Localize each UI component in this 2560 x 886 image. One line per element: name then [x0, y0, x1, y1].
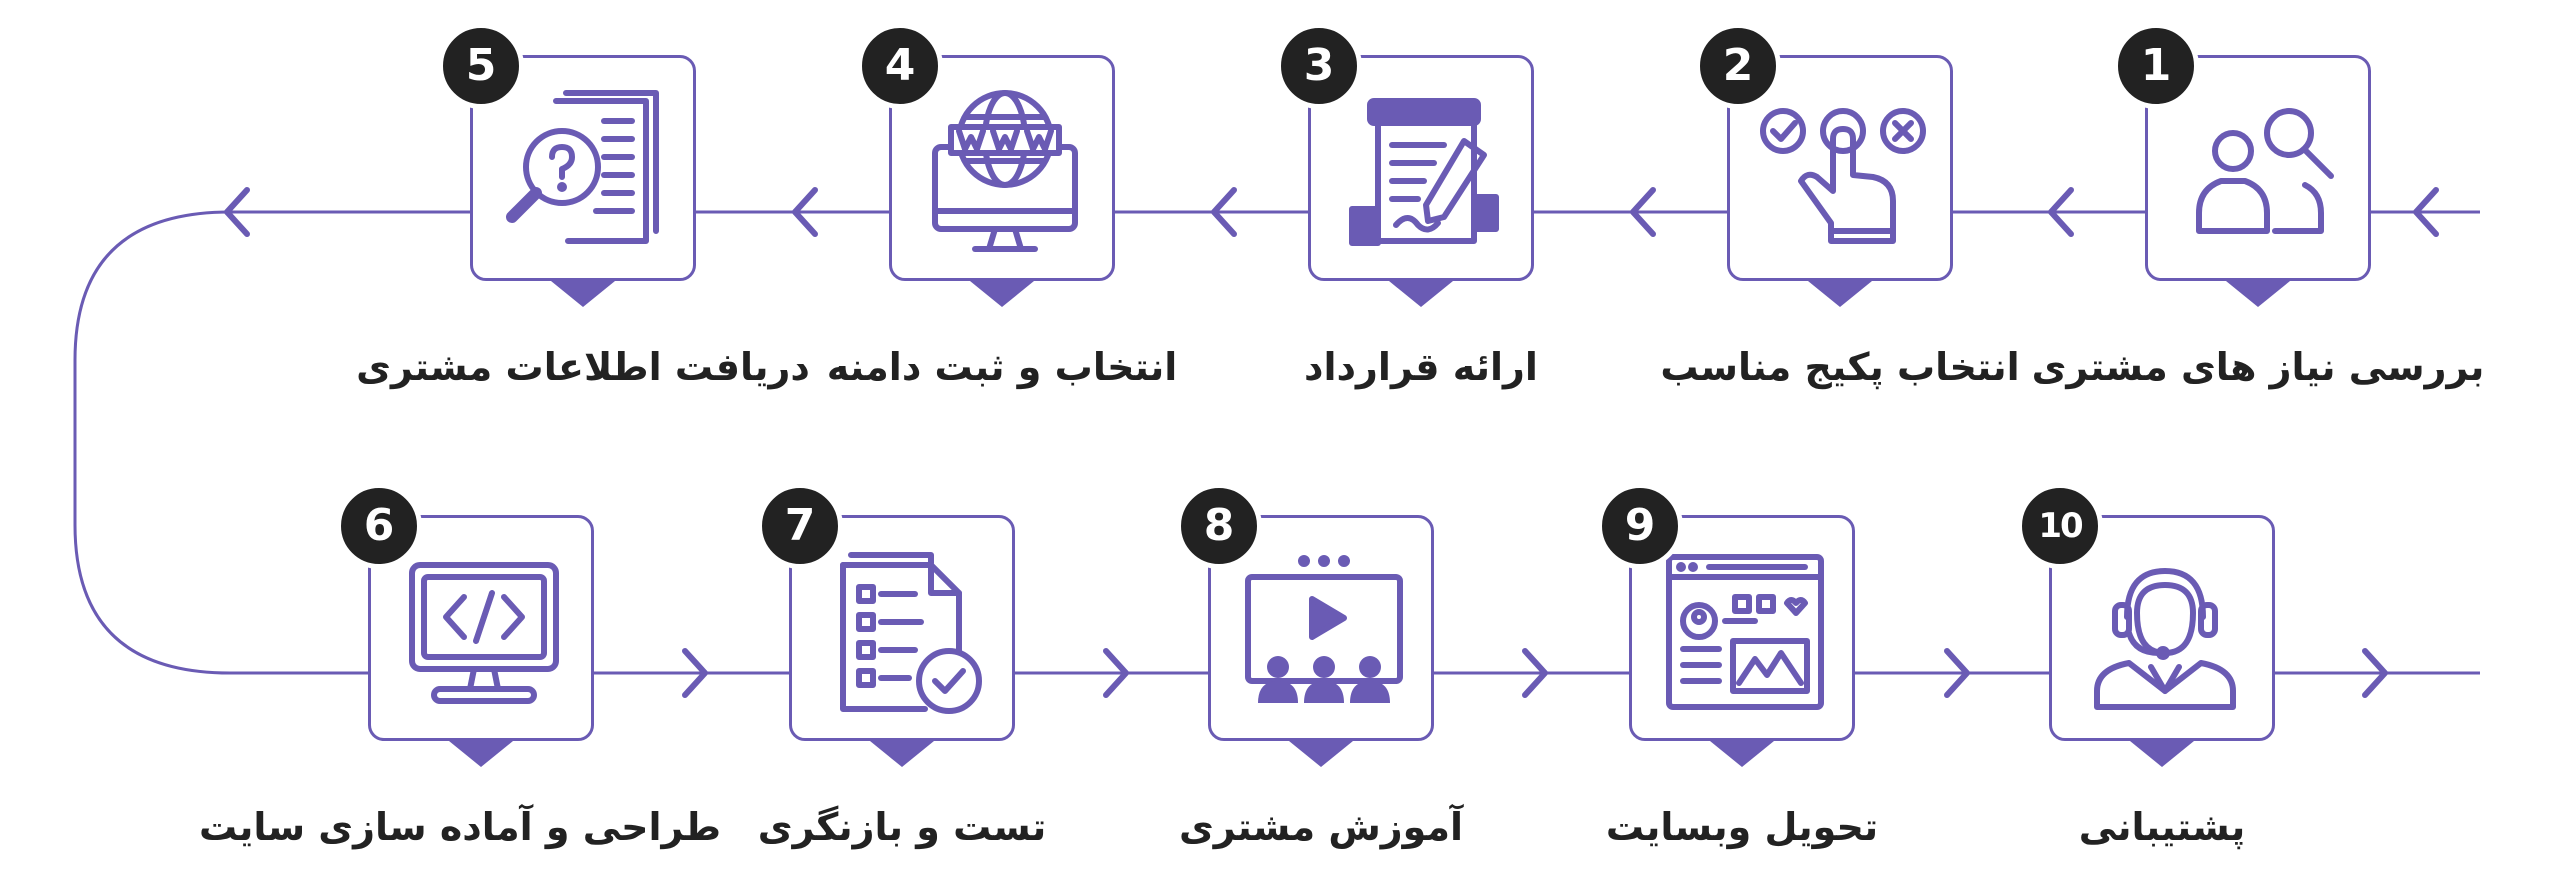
- contract-icon: [1349, 98, 1499, 246]
- card-pointer: [2130, 741, 2194, 767]
- arrow-left-icon: [1630, 187, 1656, 237]
- step-1: 1 بررسی نیاز های مشتری: [2032, 23, 2484, 389]
- arrow-left-icon: [1211, 187, 1237, 237]
- video-training-icon: [1245, 555, 1403, 703]
- step-label: دریافت اطلاعات مشتری: [356, 345, 810, 389]
- card-pointer: [551, 281, 615, 307]
- card-pointer: [1389, 281, 1453, 307]
- card-pointer: [970, 281, 1034, 307]
- step-number-badge: 6: [336, 483, 422, 569]
- step-label: پشتیبانی: [2078, 805, 2246, 849]
- step-5: 5 دریافت اطلاعات مشتری: [356, 23, 810, 389]
- arrow-right-icon: [2362, 648, 2388, 698]
- step-card: [2145, 55, 2371, 281]
- arrow-left-icon: [792, 187, 818, 237]
- user-search-icon: [2196, 108, 2334, 234]
- step-number-badge: 7: [757, 483, 843, 569]
- arrow-right-icon: [1944, 648, 1970, 698]
- step-label: طراحی و آماده سازی سایت: [198, 805, 721, 849]
- step-number-badge: 5: [438, 23, 524, 109]
- step-label: تست و بازنگری: [757, 805, 1047, 849]
- step-number-badge: 1: [2113, 23, 2199, 109]
- step-label: ارائه قرارداد: [1304, 345, 1538, 389]
- step-6: 6 طراحی و آماده سازی سایت: [199, 483, 721, 849]
- arrow-left-icon: [224, 187, 250, 237]
- document-search-icon: [506, 90, 659, 244]
- step-8: 8 آموزش مشتری: [1176, 483, 1463, 849]
- support-agent-icon: [2094, 568, 2236, 710]
- card-pointer: [1808, 281, 1872, 307]
- step-label: انتخاب و ثبت دامنه: [826, 345, 1178, 389]
- card-pointer: [1289, 741, 1353, 767]
- step-label: بررسی نیاز های مشتری: [2031, 345, 2485, 389]
- step-number-badge: 3: [1276, 23, 1362, 109]
- step-number-badge: 9: [1597, 483, 1683, 569]
- step-2: 2 انتخاب پکیج مناسب: [1660, 23, 2020, 389]
- code-monitor-icon: [409, 562, 559, 704]
- step-label: آموزش مشتری: [1178, 805, 1464, 849]
- step-number-badge: 10: [2017, 483, 2103, 569]
- step-label: انتخاب پکیج مناسب: [1660, 345, 2020, 389]
- card-pointer: [1710, 741, 1774, 767]
- step-4: 4 انتخاب و ثبت دامنه: [827, 23, 1177, 389]
- step-10: 10 پشتیبانی: [2017, 483, 2279, 849]
- card-pointer: [2226, 281, 2290, 307]
- step-card: [1208, 515, 1434, 741]
- step-7: 7 تست و بازنگری: [757, 483, 1046, 849]
- step-3: 3 ارائه قرارداد: [1276, 23, 1538, 389]
- step-number-badge: 4: [857, 23, 943, 109]
- arrow-right-icon: [682, 648, 708, 698]
- arrow-right-icon: [1522, 648, 1548, 698]
- card-pointer: [870, 741, 934, 767]
- step-label: تحویل وبسایت: [1605, 805, 1879, 849]
- checklist-icon: [840, 552, 982, 714]
- website-layout-icon: [1666, 554, 1824, 710]
- hand-select-icon: [1760, 108, 1926, 244]
- domain-www-icon: [932, 90, 1078, 252]
- step-9: 9 تحویل وبسایت: [1597, 483, 1878, 849]
- arrow-left-icon: [2413, 187, 2439, 237]
- arrow-right-icon: [1103, 648, 1129, 698]
- card-pointer: [449, 741, 513, 767]
- arrow-left-icon: [2048, 187, 2074, 237]
- step-number-badge: 2: [1695, 23, 1781, 109]
- step-number-badge: 8: [1176, 483, 1262, 569]
